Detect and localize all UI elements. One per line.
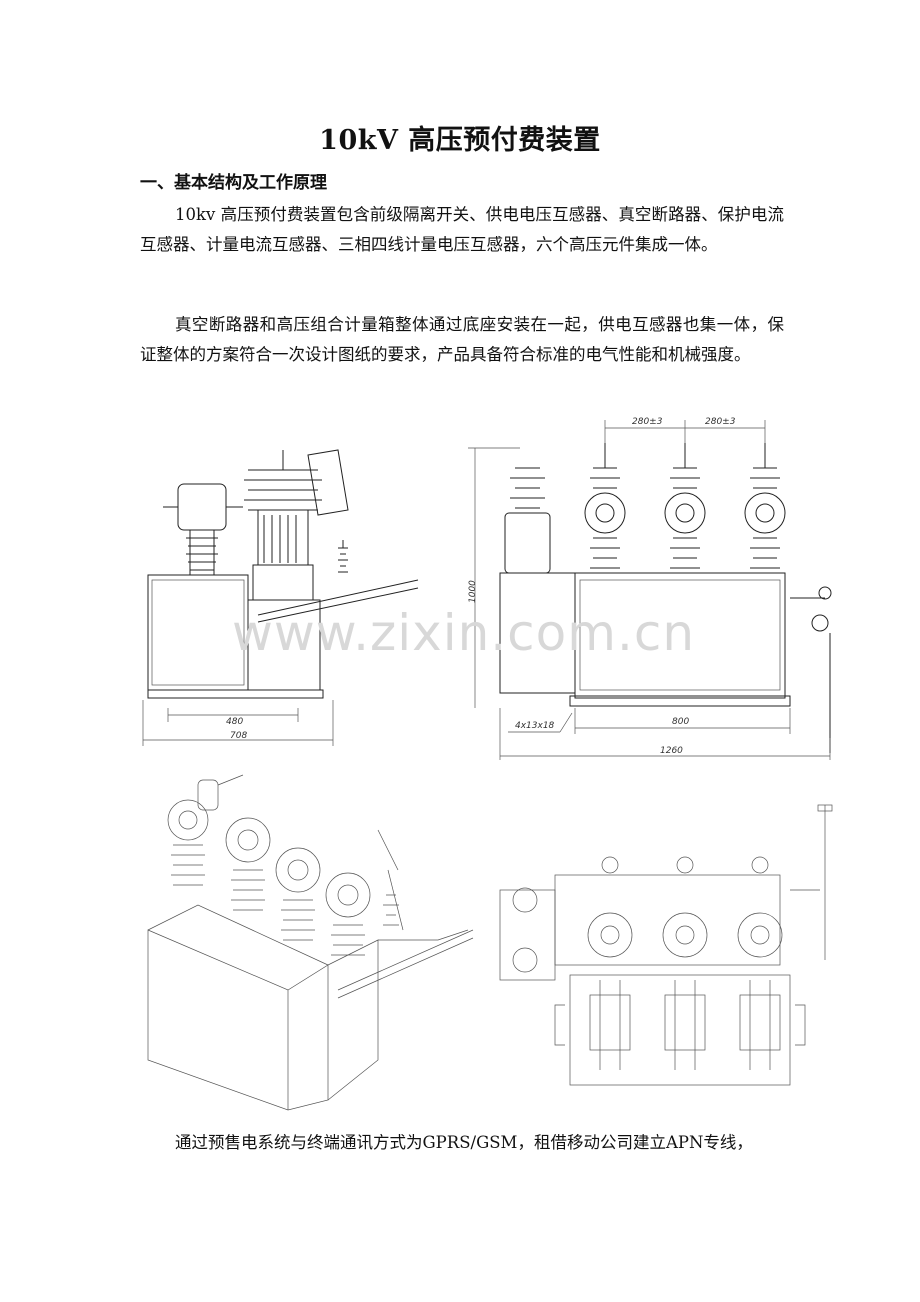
dim-708: 708: [230, 731, 247, 741]
dim-800: 800: [672, 717, 689, 727]
paragraph-3: 通过预售电系统与终端通讯方式为GPRS/GSM，租借移动公司建立APN专线，: [175, 1133, 753, 1152]
paragraph-1: 10kv 高压预付费装置包含前级隔离开关、供电电压互感器、真空断路器、保护电流互…: [140, 205, 784, 254]
page-title: 10kV 高压预付费装置: [319, 125, 601, 156]
isometric-view-drawing: [138, 770, 478, 1115]
section-heading: 一、基本结构及工作原理: [140, 173, 327, 193]
front-view-drawing: 280±3 280±3 1000: [460, 408, 840, 763]
dim-1000: 1000: [468, 580, 478, 603]
watermark-text: www.zixin.com.cn: [232, 604, 696, 662]
dim-4x13x18: 4x13x18: [515, 721, 555, 731]
dim-480: 480: [226, 717, 243, 727]
dim-280-right: 280±3: [705, 417, 736, 427]
dim-280-left: 280±3: [632, 417, 663, 427]
paragraph-2: 真空断路器和高压组合计量箱整体通过底座安装在一起，供电互感器也集一体，保证整体的…: [140, 315, 784, 364]
side-view-drawing: 480 708: [138, 440, 438, 750]
dim-1260: 1260: [660, 746, 683, 756]
top-view-drawing: [490, 800, 840, 1095]
